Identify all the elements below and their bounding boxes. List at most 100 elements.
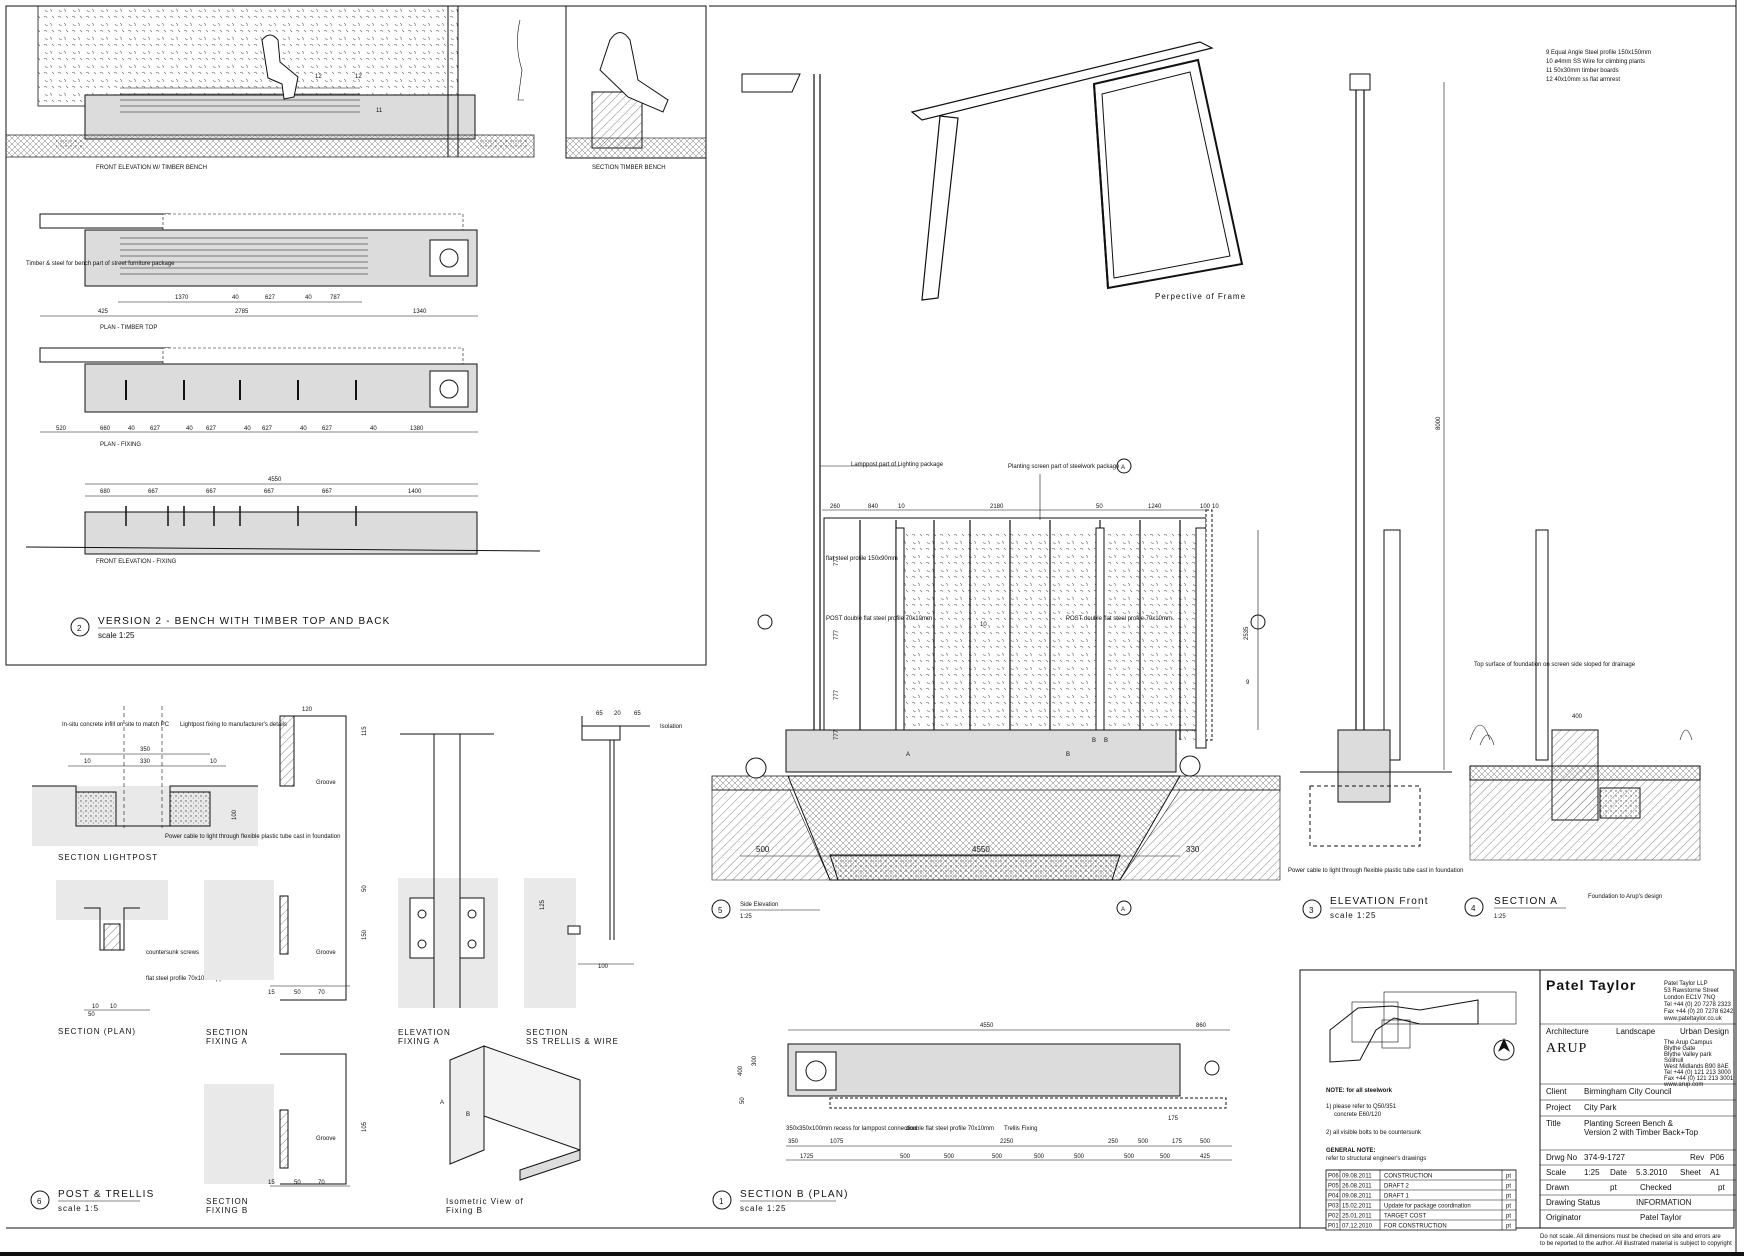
svg-text:Groove: Groove — [316, 1136, 336, 1142]
svg-text:Scale: Scale — [1546, 1168, 1567, 1177]
label-section-timber: SECTION TIMBER BENCH — [592, 165, 666, 171]
front-elevation-timber-bench — [5, 5, 535, 158]
plan-timber-top — [39, 213, 478, 317]
svg-text:Sheet: Sheet — [1680, 1168, 1702, 1177]
svg-text:B: B — [1092, 738, 1096, 744]
dims-timber-top: 425 1370 40 627 40 787 2785 1340 — [98, 295, 427, 315]
svg-text:115: 115 — [362, 726, 368, 736]
revision-by: pt — [1506, 1204, 1511, 1210]
section-fixing-a-notes: Groove Groove 115 50 150 15 50 70 — [268, 726, 368, 996]
svg-text:667: 667 — [264, 489, 275, 495]
section-timber-bench — [565, 5, 707, 159]
svg-text:Blythe Gate: Blythe Gate — [1664, 1046, 1696, 1052]
section-a — [1469, 529, 1701, 861]
svg-text:50: 50 — [362, 885, 368, 892]
svg-text:15: 15 — [268, 1180, 275, 1186]
material-key: 9 Equal Angle Steel profile 150x150mm 10… — [1546, 50, 1651, 83]
svg-text:777: 777 — [834, 729, 840, 740]
svg-text:40: 40 — [128, 426, 135, 432]
svg-text:50: 50 — [740, 1097, 746, 1104]
svg-text:627: 627 — [150, 426, 161, 432]
label-front-elevation-timber: FRONT ELEVATION W/ TIMBER BENCH — [96, 165, 207, 171]
svg-text:500: 500 — [992, 1154, 1003, 1160]
svg-text:scale 1:5: scale 1:5 — [58, 1204, 99, 1213]
revision-date: 09.08.2011 — [1342, 1174, 1372, 1180]
svg-text:1:25: 1:25 — [1584, 1168, 1600, 1177]
svg-text:9: 9 — [1246, 680, 1250, 686]
svg-text:40: 40 — [300, 426, 307, 432]
title-block: Patel Taylor Patel Taylor LLP 53 Rawstor… — [1540, 977, 1736, 1222]
revision-desc: Update for package coordination — [1384, 1204, 1471, 1210]
label-plan-timber-top: PLAN - TIMBER TOP — [100, 325, 157, 331]
side-elevation-title: 5 Side Elevation 1:25 — [711, 899, 820, 920]
svg-text:The Arup Campus: The Arup Campus — [1664, 1040, 1712, 1046]
svg-text:London EC1V 7NQ: London EC1V 7NQ — [1664, 995, 1716, 1001]
svg-text:627: 627 — [265, 295, 276, 301]
svg-text:350x350x100mm recess for lampp: 350x350x100mm recess for lamppost connec… — [786, 1126, 917, 1132]
svg-text:INFORMATION: INFORMATION — [1636, 1198, 1692, 1207]
svg-text:POST double flat steel profile: POST double flat steel profile 70x10mm — [826, 616, 932, 622]
svg-text:500: 500 — [1124, 1154, 1135, 1160]
svg-text:Project: Project — [1546, 1103, 1572, 1112]
svg-text:pt: pt — [1610, 1183, 1617, 1192]
svg-text:pt: pt — [1718, 1183, 1725, 1192]
svg-text:100: 100 — [232, 809, 238, 820]
label-section-ss-2: SS TRELLIS & WIRE — [526, 1037, 619, 1046]
svg-text:667: 667 — [322, 489, 333, 495]
svg-text:2) all visible bolts to be cou: 2) all visible bolts to be countersunk — [1326, 1130, 1422, 1136]
svg-text:6: 6 — [37, 1197, 42, 1206]
isometric-fixing-b: A B — [440, 1045, 581, 1181]
section-b-plan — [786, 1029, 1232, 1161]
label-plan-fixing: PLAN - FIXING — [100, 442, 141, 448]
revision-by: pt — [1506, 1184, 1511, 1190]
section-b-title: 1 SECTION B (PLAN) scale 1:25 — [712, 1189, 847, 1213]
front-elevation-fixing — [25, 483, 541, 555]
svg-text:10 ø4mm SS Wire for climbing: 10 ø4mm SS Wire for climbing plants — [1546, 59, 1645, 65]
svg-text:520: 520 — [56, 426, 67, 432]
svg-text:40: 40 — [186, 426, 193, 432]
svg-text:Title: Title — [1546, 1119, 1561, 1128]
svg-text:1:25: 1:25 — [1494, 914, 1506, 920]
svg-text:Birmingham City Council: Birmingham City Council — [1584, 1087, 1672, 1096]
key-plan — [1329, 991, 1517, 1063]
svg-text:A: A — [440, 1100, 444, 1106]
revision-desc: FOR CONSTRUCTION — [1384, 1224, 1447, 1230]
revision-date: 15.02.2011 — [1342, 1204, 1372, 1210]
svg-text:40: 40 — [370, 426, 377, 432]
svg-text:9 Equal Angle Steel profile: 9 Equal Angle Steel profile 150x150mm — [1546, 50, 1651, 56]
section-a-top-note: Top surface of foundation on screen side… — [1474, 662, 1636, 668]
svg-text:POST & TRELLIS: POST & TRELLIS — [58, 1189, 154, 1200]
version2-title: 2 VERSION 2 - BENCH WITH TIMBER TOP AND … — [70, 616, 389, 640]
svg-text:50: 50 — [294, 1180, 301, 1186]
svg-text:Drawn: Drawn — [1546, 1183, 1569, 1192]
svg-text:1370: 1370 — [175, 295, 189, 301]
svg-text:10: 10 — [84, 759, 91, 765]
svg-text:11 50x30mm timber boards: 11 50x30mm timber boards — [1546, 68, 1619, 74]
revision-date: 07.12.2010 — [1342, 1224, 1373, 1230]
svg-text:667: 667 — [206, 489, 217, 495]
svg-text:Lamppost part of Lighting pack: Lamppost part of Lighting package — [851, 462, 944, 468]
label-section-plan: SECTION (PLAN) — [58, 1027, 136, 1036]
svg-text:Date: Date — [1610, 1168, 1627, 1177]
label-front-elevation-fixing: FRONT ELEVATION - FIXING — [96, 559, 177, 565]
elevation-fixing-a — [398, 733, 498, 1008]
label-section-fixing-a-1: SECTION — [206, 1028, 249, 1037]
svg-text:Tel +44 (0) 121 213 3000: Tel +44 (0) 121 213 3000 — [1664, 1070, 1732, 1076]
general-notes: NOTE: for all steelwork 1) please refer … — [1326, 1088, 1426, 1162]
section-lightpost-notes: In-situ concrete infill on site to match… — [62, 707, 340, 840]
svg-text:787: 787 — [330, 295, 341, 301]
revision-rev: P06 — [1328, 1174, 1339, 1180]
revision-by: pt — [1506, 1214, 1511, 1220]
label-section-lightpost: SECTION LIGHTPOST — [58, 853, 158, 862]
dims-fixing: 520 660 40 627 40 627 40 627 40 627 40 1… — [56, 426, 424, 432]
svg-text:350: 350 — [140, 747, 151, 753]
svg-text:Patel Taylor LLP: Patel Taylor LLP — [1664, 981, 1708, 987]
svg-text:West Midlands B90 8AE: West Midlands B90 8AE — [1664, 1064, 1729, 1070]
svg-text:B: B — [1104, 738, 1108, 744]
svg-text:SECTION A: SECTION A — [1494, 896, 1558, 907]
svg-text:refer to structural engineer's: refer to structural engineer's drawings — [1326, 1156, 1426, 1162]
svg-text:500: 500 — [1034, 1154, 1045, 1160]
revision-desc: TARGET COST — [1384, 1214, 1426, 1220]
svg-text:A: A — [1121, 907, 1125, 913]
